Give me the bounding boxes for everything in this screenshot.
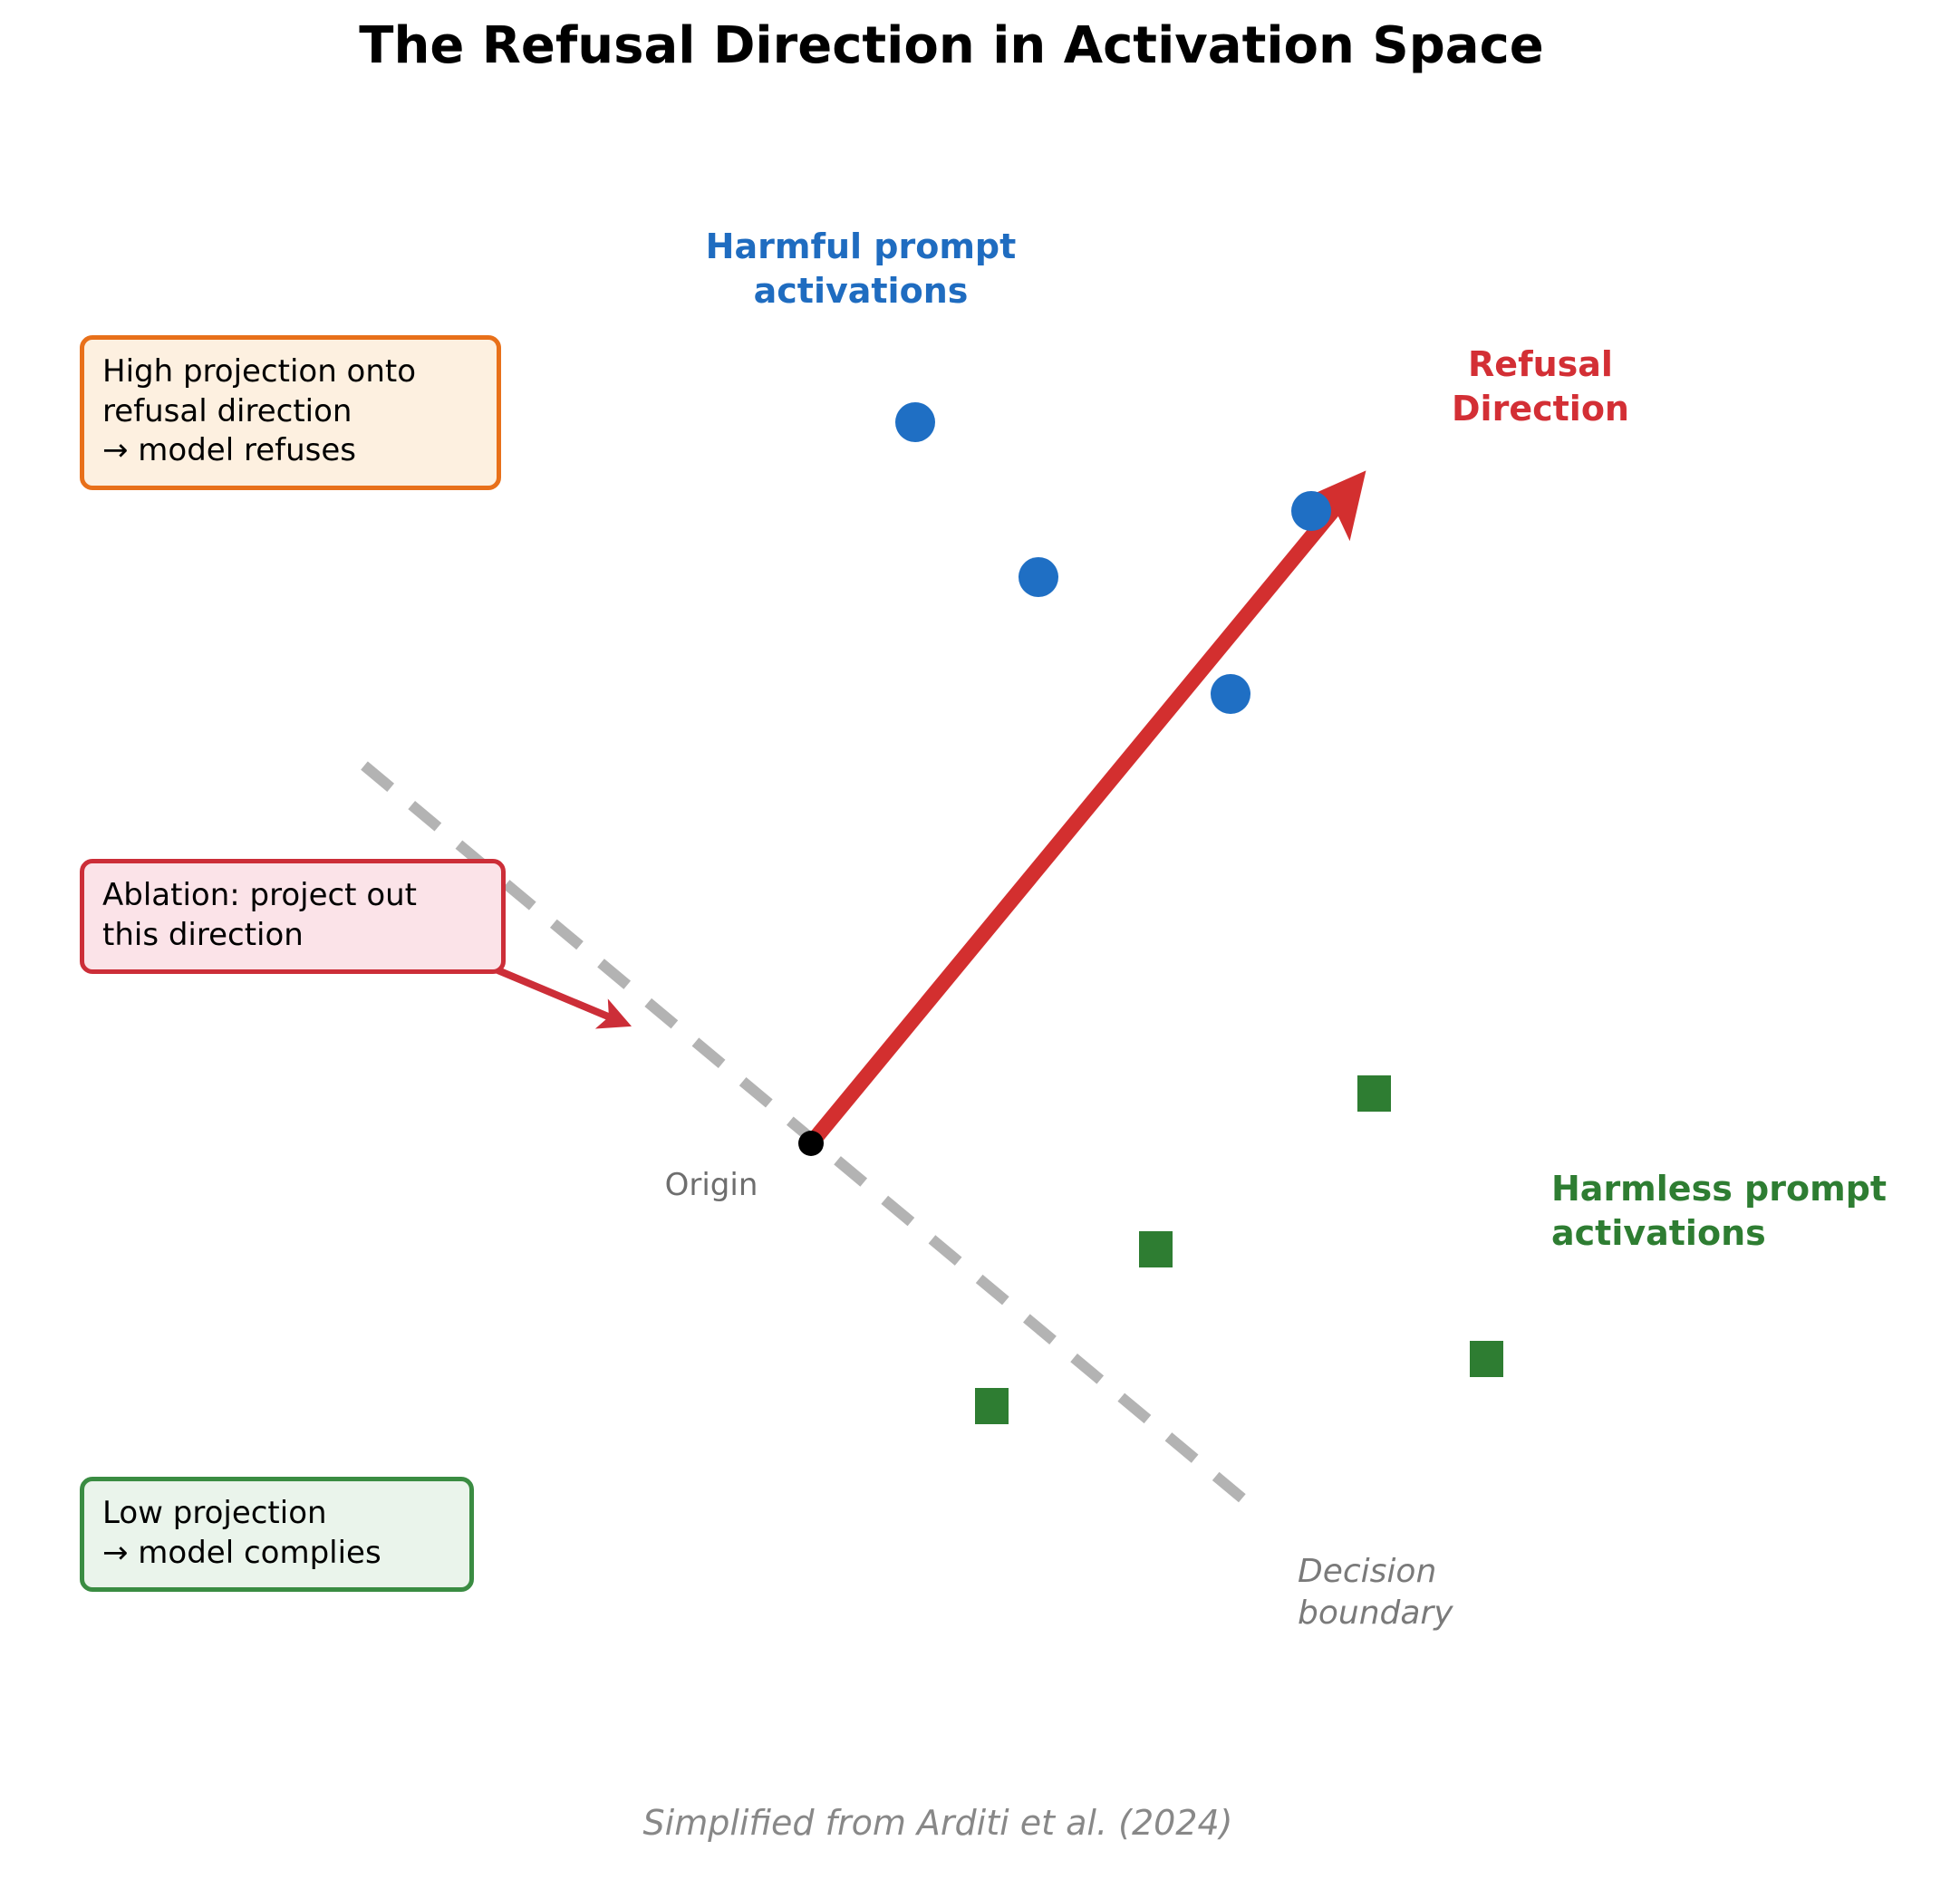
harmful-point (1019, 557, 1058, 597)
callout-ablation: Ablation: project out this direction (80, 859, 506, 975)
harmless-point (975, 1388, 1009, 1424)
harmless-prompt-label: Harmless prompt activations (1551, 1169, 1888, 1254)
callout-low-projection: Low projection → model complies (80, 1477, 474, 1593)
harmful-point (1291, 491, 1331, 531)
figure-caption: Simplified from Arditi et al. (2024) (642, 1803, 1233, 1843)
refusal-direction-label: Refusal Direction (1452, 344, 1629, 429)
origin-label: Origin (664, 1167, 758, 1203)
harmful-activation-points (895, 402, 1331, 714)
harmful-point (895, 402, 935, 442)
origin-point (798, 1131, 824, 1156)
decision-boundary-label: Decision boundary (1298, 1553, 1453, 1633)
page-title: The Refusal Direction in Activation Spac… (359, 16, 1544, 75)
harmless-point (1139, 1231, 1173, 1267)
ablation-pointer-arrow (475, 959, 632, 1029)
harmless-activation-points (975, 1075, 1503, 1424)
harmless-point (1470, 1341, 1503, 1377)
harmful-prompt-label: Harmful prompt activations (705, 226, 1017, 312)
harmful-point (1211, 674, 1250, 714)
callout-high-projection: High projection onto refusal direction →… (80, 335, 501, 490)
refusal-direction-arrow (803, 470, 1366, 1151)
harmless-point (1357, 1075, 1391, 1112)
